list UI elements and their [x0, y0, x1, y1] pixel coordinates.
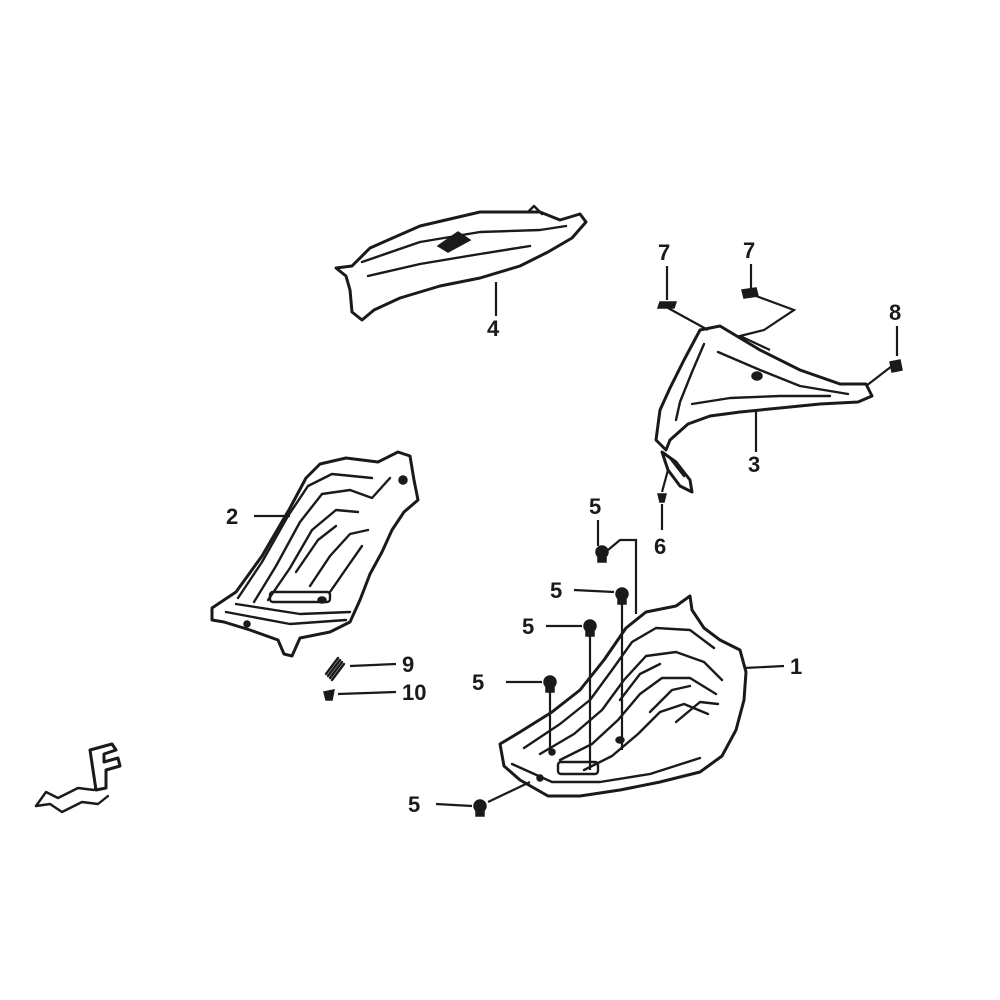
clip-7-left — [656, 301, 678, 309]
callout-6: 6 — [654, 534, 666, 559]
bolt-5-a — [595, 545, 609, 563]
bolt-5-c — [583, 619, 597, 637]
callout-7-right: 7 — [743, 238, 755, 263]
bolt-5-d — [543, 675, 557, 693]
part-3-front-inner-panel — [654, 324, 874, 494]
leader-lines — [254, 264, 899, 808]
callout-7-left: 7 — [658, 240, 670, 265]
clip-7-right — [741, 287, 759, 299]
bolt-5-b — [615, 587, 629, 605]
callout-3: 3 — [748, 452, 760, 477]
callout-5-second: 5 — [550, 578, 562, 603]
callout-2: 2 — [226, 504, 238, 529]
callout-10: 10 — [402, 680, 426, 705]
fasteners — [323, 287, 903, 817]
callout-5-bottom: 5 — [408, 792, 420, 817]
callout-5-third: 5 — [522, 614, 534, 639]
callout-9: 9 — [402, 652, 414, 677]
callout-4: 4 — [487, 316, 500, 341]
callout-8: 8 — [889, 300, 901, 325]
front-direction-arrow-icon — [34, 742, 122, 814]
screw-10 — [323, 689, 335, 701]
part-4-upper-cover — [334, 204, 588, 322]
clip-6 — [657, 493, 667, 503]
callout-5-top: 5 — [589, 494, 601, 519]
callout-1: 1 — [790, 654, 802, 679]
callout-5-fourth: 5 — [472, 670, 484, 695]
callout-labels: 4 7 7 8 3 2 5 6 5 5 9 1 5 10 5 — [226, 238, 901, 817]
part-2-left-footboard — [210, 450, 420, 658]
spring-9 — [324, 656, 346, 682]
bolt-5-e — [473, 799, 487, 817]
screw-8 — [889, 359, 903, 373]
